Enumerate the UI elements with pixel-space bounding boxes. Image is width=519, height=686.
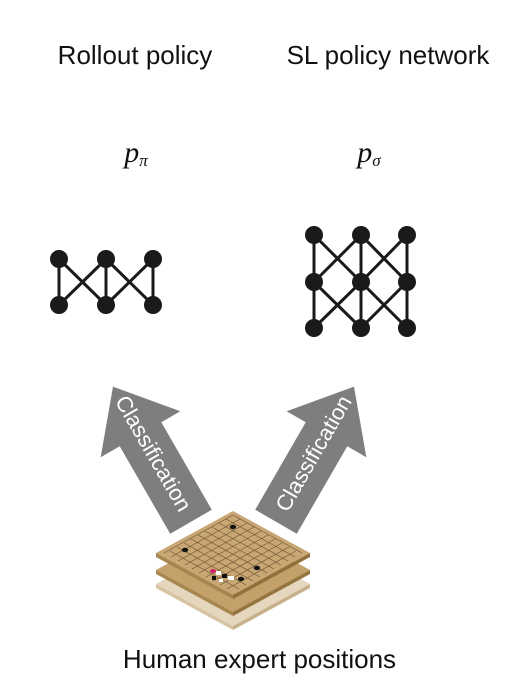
sl-symbol-subscript: σ: [372, 151, 381, 170]
human-expert-positions-label: Human expert positions: [122, 644, 397, 674]
classification-arrow-left: Classification: [100, 386, 212, 534]
go-board-stack: [156, 511, 310, 630]
sl-policy-symbol: pσ: [329, 136, 409, 170]
classification-arrow-right: Classification: [255, 386, 367, 534]
rollout-policy-title: Rollout policy: [57, 40, 213, 70]
rollout-symbol-base: p: [124, 136, 140, 169]
sl-policy-network-title: SL policy network: [286, 40, 490, 70]
sl-network-icon: [305, 226, 416, 337]
rollout-policy-symbol: pπ: [96, 136, 176, 170]
rollout-network-icon: [50, 250, 162, 314]
sl-symbol-base: p: [357, 136, 373, 169]
go-stones: [181, 524, 261, 582]
rollout-symbol-subscript: π: [139, 151, 148, 170]
